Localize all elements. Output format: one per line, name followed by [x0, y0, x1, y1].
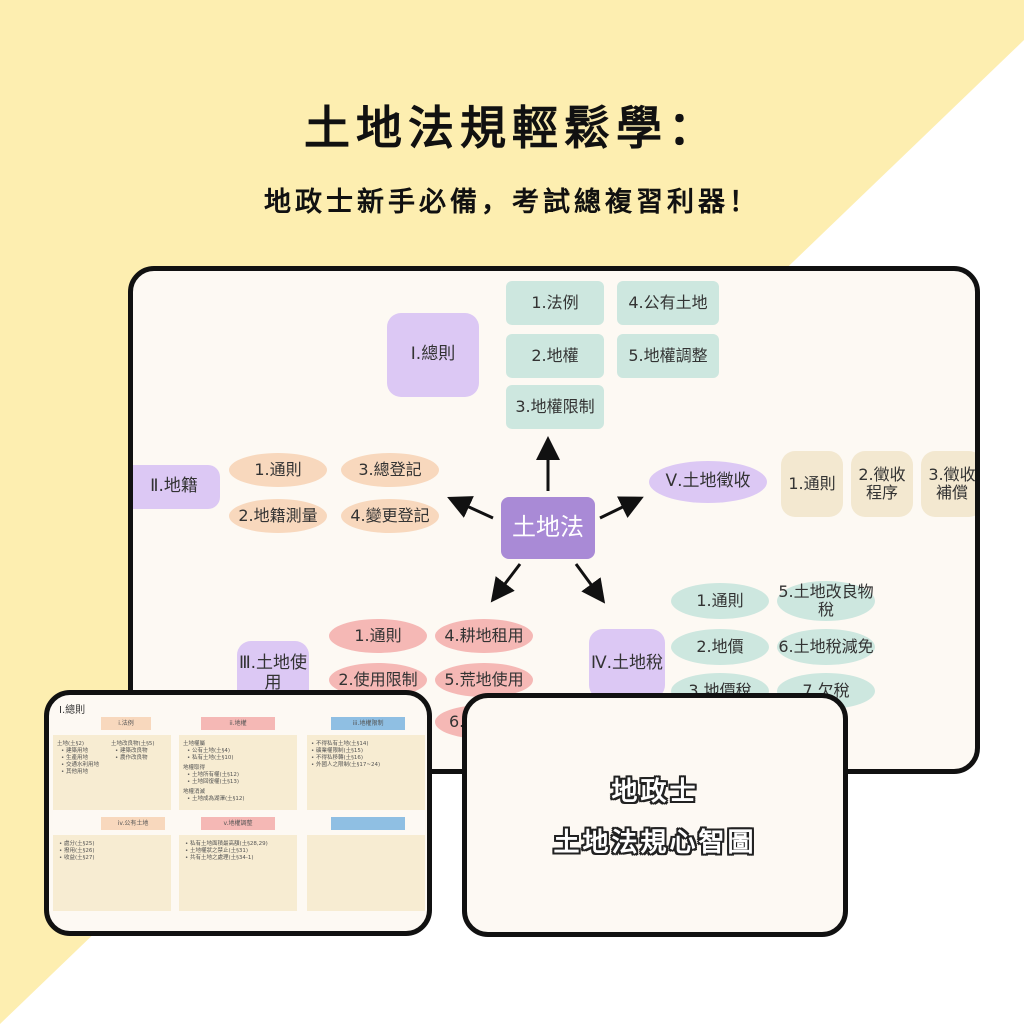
branch-cadastre: Ⅱ.地籍 [133, 465, 220, 509]
table-text-1-8: • 農作改良物 [115, 755, 148, 761]
table-text-5-3: • 共有土地之處理(土§34-1) [185, 855, 254, 861]
table-cell-6 [307, 835, 425, 911]
table-text-1-1: 土地(土§2) [57, 741, 85, 747]
table-cell-4 [53, 835, 171, 911]
table-header-1: i.法例 [101, 717, 151, 730]
node-tax-1: 1.通則 [671, 583, 769, 619]
page-title: 土地法規輕鬆學： [304, 101, 720, 155]
table-preview: Ⅰ.總則 i.法例 ii.地權 iii.地權限制 土地(土§2) • 建築用地 … [49, 695, 427, 931]
node-use-1: 1.通則 [329, 619, 427, 653]
table-text-3-2: • 礦業權限制(土§15) [311, 748, 364, 754]
table-header-3: iii.地權限制 [331, 717, 405, 730]
table-text-3-3: • 不得私移轉(土§16) [311, 755, 364, 761]
table-header-4: iv.公有土地 [101, 817, 165, 830]
mindmap-center: 土地法 [501, 497, 595, 559]
table-cell-2 [179, 735, 297, 810]
table-text-2-1: 土地權屬 [183, 741, 206, 747]
node-cadastre-2: 2.地籍測量 [229, 499, 327, 533]
table-text-4-3: • 收益(土§27) [59, 855, 95, 861]
table-text-1-4: • 交通水利用地 [61, 762, 99, 768]
branch-expropriation: Ⅴ.土地徵收 [649, 461, 767, 503]
cover-label-line1: 地政士 [611, 777, 699, 807]
table-text-2-8: • 土地成為湖澤(土§12) [187, 796, 245, 802]
node-expropriation-3: 3.徵收補償 [921, 451, 975, 517]
node-tax-5: 5.土地改良物稅 [777, 581, 875, 621]
table-text-4-2: • 撥用(土§26) [59, 848, 95, 854]
table-preview-card: Ⅰ.總則 i.法例 ii.地權 iii.地權限制 土地(土§2) • 建築用地 … [44, 690, 432, 936]
page-subtitle: 地政士新手必備，考試總複習利器！ [264, 187, 760, 218]
table-cell-1 [53, 735, 171, 810]
node-general-1: 1.法例 [506, 281, 604, 325]
mindmap-arrows [447, 436, 644, 604]
table-text-2-7: 地權消滅 [183, 789, 206, 795]
node-expropriation-2: 2.徵收程序 [851, 451, 913, 517]
node-use-4: 4.耕地租用 [435, 619, 533, 653]
node-cadastre-1: 1.通則 [229, 453, 327, 487]
cover-label-card: 地政士 土地法規心智圖 [462, 693, 848, 937]
table-text-4-1: • 處分(土§25) [59, 841, 95, 847]
table-text-1-7: • 建築改良物 [115, 748, 148, 754]
node-tax-2: 2.地價 [671, 629, 769, 665]
mindmap-card: 土地法 Ⅰ.總則 1.法例 2.地權 3.地權限制 4.公有土地 5.地權調整 … [128, 266, 980, 774]
node-use-5: 5.荒地使用 [435, 663, 533, 697]
table-text-2-4: 地權取得 [183, 765, 206, 771]
table-text-3-1: • 不得私有土地(土§14) [311, 741, 369, 747]
node-general-5: 5.地權調整 [617, 334, 719, 378]
node-general-2: 2.地權 [506, 334, 604, 378]
table-text-1-2: • 建築用地 [61, 748, 88, 754]
node-general-3: 3.地權限制 [506, 385, 604, 429]
table-text-2-2: • 公有土地(土§4) [187, 748, 231, 754]
table-header-2: ii.地權 [201, 717, 275, 730]
table-text-2-6: • 土地回復權(土§13) [187, 779, 240, 785]
table-text-2-5: • 土地所有權(土§12) [187, 772, 240, 778]
table-text-1-5: • 其他用地 [61, 769, 88, 775]
table-cell-3 [307, 735, 425, 810]
table-preview-title: Ⅰ.總則 [59, 705, 86, 716]
cover-label-line2: 土地法規心智圖 [553, 828, 757, 858]
node-expropriation-1: 1.通則 [781, 451, 843, 517]
node-general-4: 4.公有土地 [617, 281, 719, 325]
node-cadastre-3: 3.總登記 [341, 453, 439, 487]
table-text-5-2: • 土地權狀之禁止(土§31) [185, 848, 249, 854]
table-text-3-4: • 外國人之限制(土§17~24) [311, 762, 381, 768]
node-cadastre-4: 4.變更登記 [341, 499, 439, 533]
branch-land-tax: Ⅳ.土地稅 [589, 629, 665, 699]
table-cell-5 [179, 835, 297, 911]
table-text-5-1: • 私有土地面積最高額(土§28,29) [185, 841, 268, 847]
table-text-1-6: 土地改良物(土§5) [111, 741, 155, 747]
branch-general: Ⅰ.總則 [387, 313, 479, 397]
table-header-5: v.地權調整 [201, 817, 275, 830]
node-tax-6: 6.土地稅減免 [777, 629, 875, 665]
table-header-6 [331, 817, 405, 830]
table-text-2-3: • 私有土地(土§10) [187, 755, 234, 761]
table-text-1-3: • 生產用地 [61, 755, 88, 761]
